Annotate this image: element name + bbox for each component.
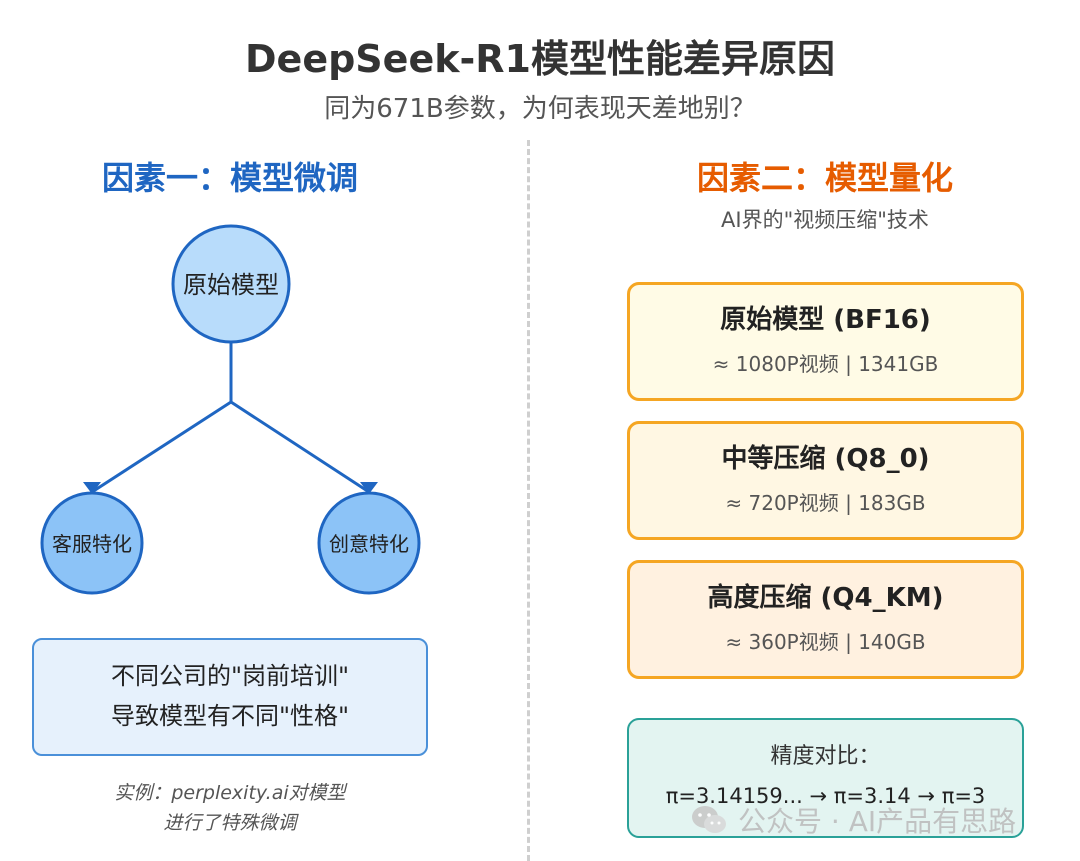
precision-label: 精度对比： — [770, 744, 881, 769]
example-line-1: 实例：perplexity.ai对模型 — [114, 782, 346, 804]
quant-level-name: 高度压缩 (Q4_KM) — [707, 583, 944, 613]
quant-level-name: 原始模型 (BF16) — [720, 305, 931, 335]
connector-left — [91, 400, 232, 494]
example-note: 实例：perplexity.ai对模型 进行了特殊微调 — [32, 778, 428, 838]
node-right: 创意特化 — [317, 491, 421, 595]
watermark-text: 公众号 · AI产品有思路 — [738, 805, 1017, 838]
node-left-label: 客服特化 — [52, 532, 132, 556]
factor2-title: 因素二：模型量化 — [696, 159, 953, 197]
quant-level-desc: ≈ 1080P视频 | 1341GB — [712, 352, 939, 376]
wechat-icon — [692, 806, 726, 833]
quant-level-name: 中等压缩 (Q8_0) — [721, 444, 930, 474]
node-root-label: 原始模型 — [183, 271, 279, 299]
page-title: DeepSeek-R1模型性能差异原因 — [245, 37, 835, 81]
watermark: 公众号 · AI产品有思路 — [690, 800, 1016, 840]
quant-level-desc: ≈ 720P视频 | 183GB — [725, 491, 926, 515]
node-right-label: 创意特化 — [329, 532, 409, 556]
quant-level-bf16: 原始模型 (BF16) ≈ 1080P视频 | 1341GB — [627, 282, 1024, 401]
example-line-2: 进行了特殊微调 — [163, 812, 297, 834]
section-divider — [527, 140, 530, 861]
precision-value: π=3.14159... → π=3.14 → π=3 — [665, 784, 986, 808]
page-subtitle: 同为671B参数，为何表现天差地别？ — [324, 94, 756, 124]
node-root: 原始模型 — [171, 224, 291, 344]
quant-level-q4: 高度压缩 (Q4_KM) ≈ 360P视频 | 140GB — [627, 560, 1024, 679]
finetune-tree-diagram: 原始模型 客服特化 创意特化 — [40, 224, 421, 595]
connector-right — [230, 400, 370, 494]
note-line-2: 导致模型有不同"性格" — [110, 702, 350, 730]
factor2-subtitle: AI界的"视频压缩"技术 — [721, 208, 929, 232]
arrowhead-left — [83, 482, 101, 494]
note-line-1: 不同公司的"岗前培训" — [110, 662, 350, 690]
finetune-note-box: 不同公司的"岗前培训" 导致模型有不同"性格" — [32, 638, 428, 756]
factor1-title: 因素一：模型微调 — [101, 159, 358, 197]
tree-connectors — [83, 342, 378, 494]
arrowhead-right — [360, 482, 378, 494]
node-left: 客服特化 — [40, 491, 144, 595]
quant-level-desc: ≈ 360P视频 | 140GB — [725, 630, 926, 654]
quant-level-q8: 中等压缩 (Q8_0) ≈ 720P视频 | 183GB — [627, 421, 1024, 540]
